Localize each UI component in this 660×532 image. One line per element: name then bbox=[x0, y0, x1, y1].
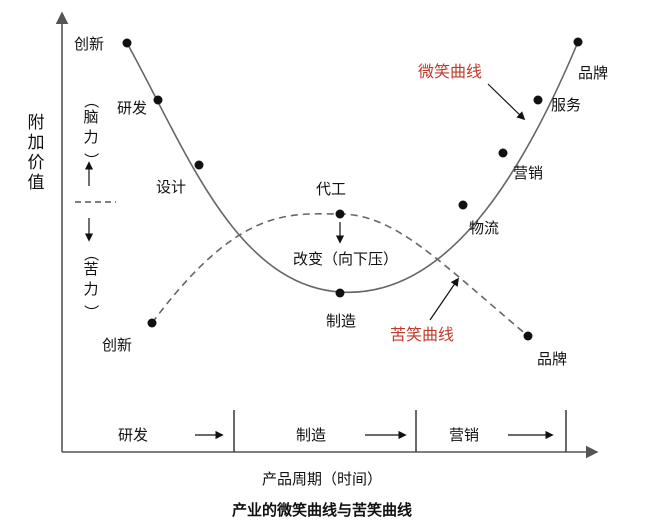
bitter-point-brand bbox=[523, 331, 533, 341]
smile-point-service bbox=[533, 95, 543, 105]
brain-label-char-1: （ bbox=[82, 93, 100, 108]
bitter-label-brand: 品牌 bbox=[537, 350, 567, 368]
figure-caption: 产业的微笑曲线与苦笑曲线 bbox=[232, 501, 412, 519]
bitter-label-char-2: 苦 bbox=[83, 260, 98, 278]
bitter-label-oem: 代工 bbox=[316, 180, 346, 198]
smile-point-logistics bbox=[458, 200, 468, 210]
smile-label-marketing: 营销 bbox=[513, 164, 543, 182]
smile-point-design bbox=[194, 160, 204, 170]
stage-label-marketing: 营销 bbox=[449, 426, 479, 444]
smile-point-marketing bbox=[498, 148, 508, 158]
y-axis-label-char-2: 加 bbox=[28, 133, 45, 153]
smile-label-innovation: 创新 bbox=[74, 35, 104, 53]
bitter-label-char-4: ） bbox=[82, 304, 100, 319]
smile-label-logistics: 物流 bbox=[469, 219, 499, 237]
stage-label-manufacturing: 制造 bbox=[296, 426, 326, 444]
bitter-label: （ 苦 力 ） bbox=[82, 246, 100, 319]
smile-label-service: 服务 bbox=[551, 96, 581, 114]
bitter-label-char-1: （ bbox=[82, 246, 100, 261]
smile-curve-pointer bbox=[487, 83, 526, 121]
smile-point-brand bbox=[573, 37, 583, 47]
brain-label-char-3: 力 bbox=[83, 128, 98, 146]
bitter-point-innovation bbox=[147, 318, 157, 328]
stage-label-rnd: 研发 bbox=[118, 426, 148, 444]
smile-point-innovation bbox=[122, 38, 132, 48]
brain-label-char-4: ） bbox=[82, 152, 100, 167]
y-axis-label: 附 加 价 值 bbox=[28, 113, 45, 193]
x-axis-label: 产品周期（时间） bbox=[262, 470, 382, 488]
smile-label-manufacturing: 制造 bbox=[326, 312, 356, 330]
y-axis-label-char-3: 价 bbox=[28, 153, 45, 173]
smile-curve-name: 微笑曲线 bbox=[418, 62, 482, 81]
y-axis-label-char-1: 附 bbox=[28, 113, 45, 133]
y-axis-label-char-4: 值 bbox=[28, 173, 45, 193]
smile-label-rnd: 研发 bbox=[117, 99, 147, 117]
bitter-point-oem bbox=[335, 209, 345, 219]
press-note: 改变（向下压） bbox=[293, 250, 398, 268]
bitter-label-innovation: 创新 bbox=[102, 336, 132, 354]
bitter-curve-name: 苦笑曲线 bbox=[390, 325, 454, 344]
bitter-label-char-3: 力 bbox=[83, 280, 98, 298]
smile-label-design: 设计 bbox=[156, 178, 186, 196]
smile-point-rnd bbox=[153, 95, 163, 105]
brain-label-char-2: 脑 bbox=[83, 108, 98, 126]
bitter-curve-pointer bbox=[429, 277, 459, 321]
brain-label: （ 脑 力 ） bbox=[82, 93, 100, 167]
smile-label-brand: 品牌 bbox=[578, 64, 608, 82]
smile-point-manufacturing bbox=[335, 288, 345, 298]
